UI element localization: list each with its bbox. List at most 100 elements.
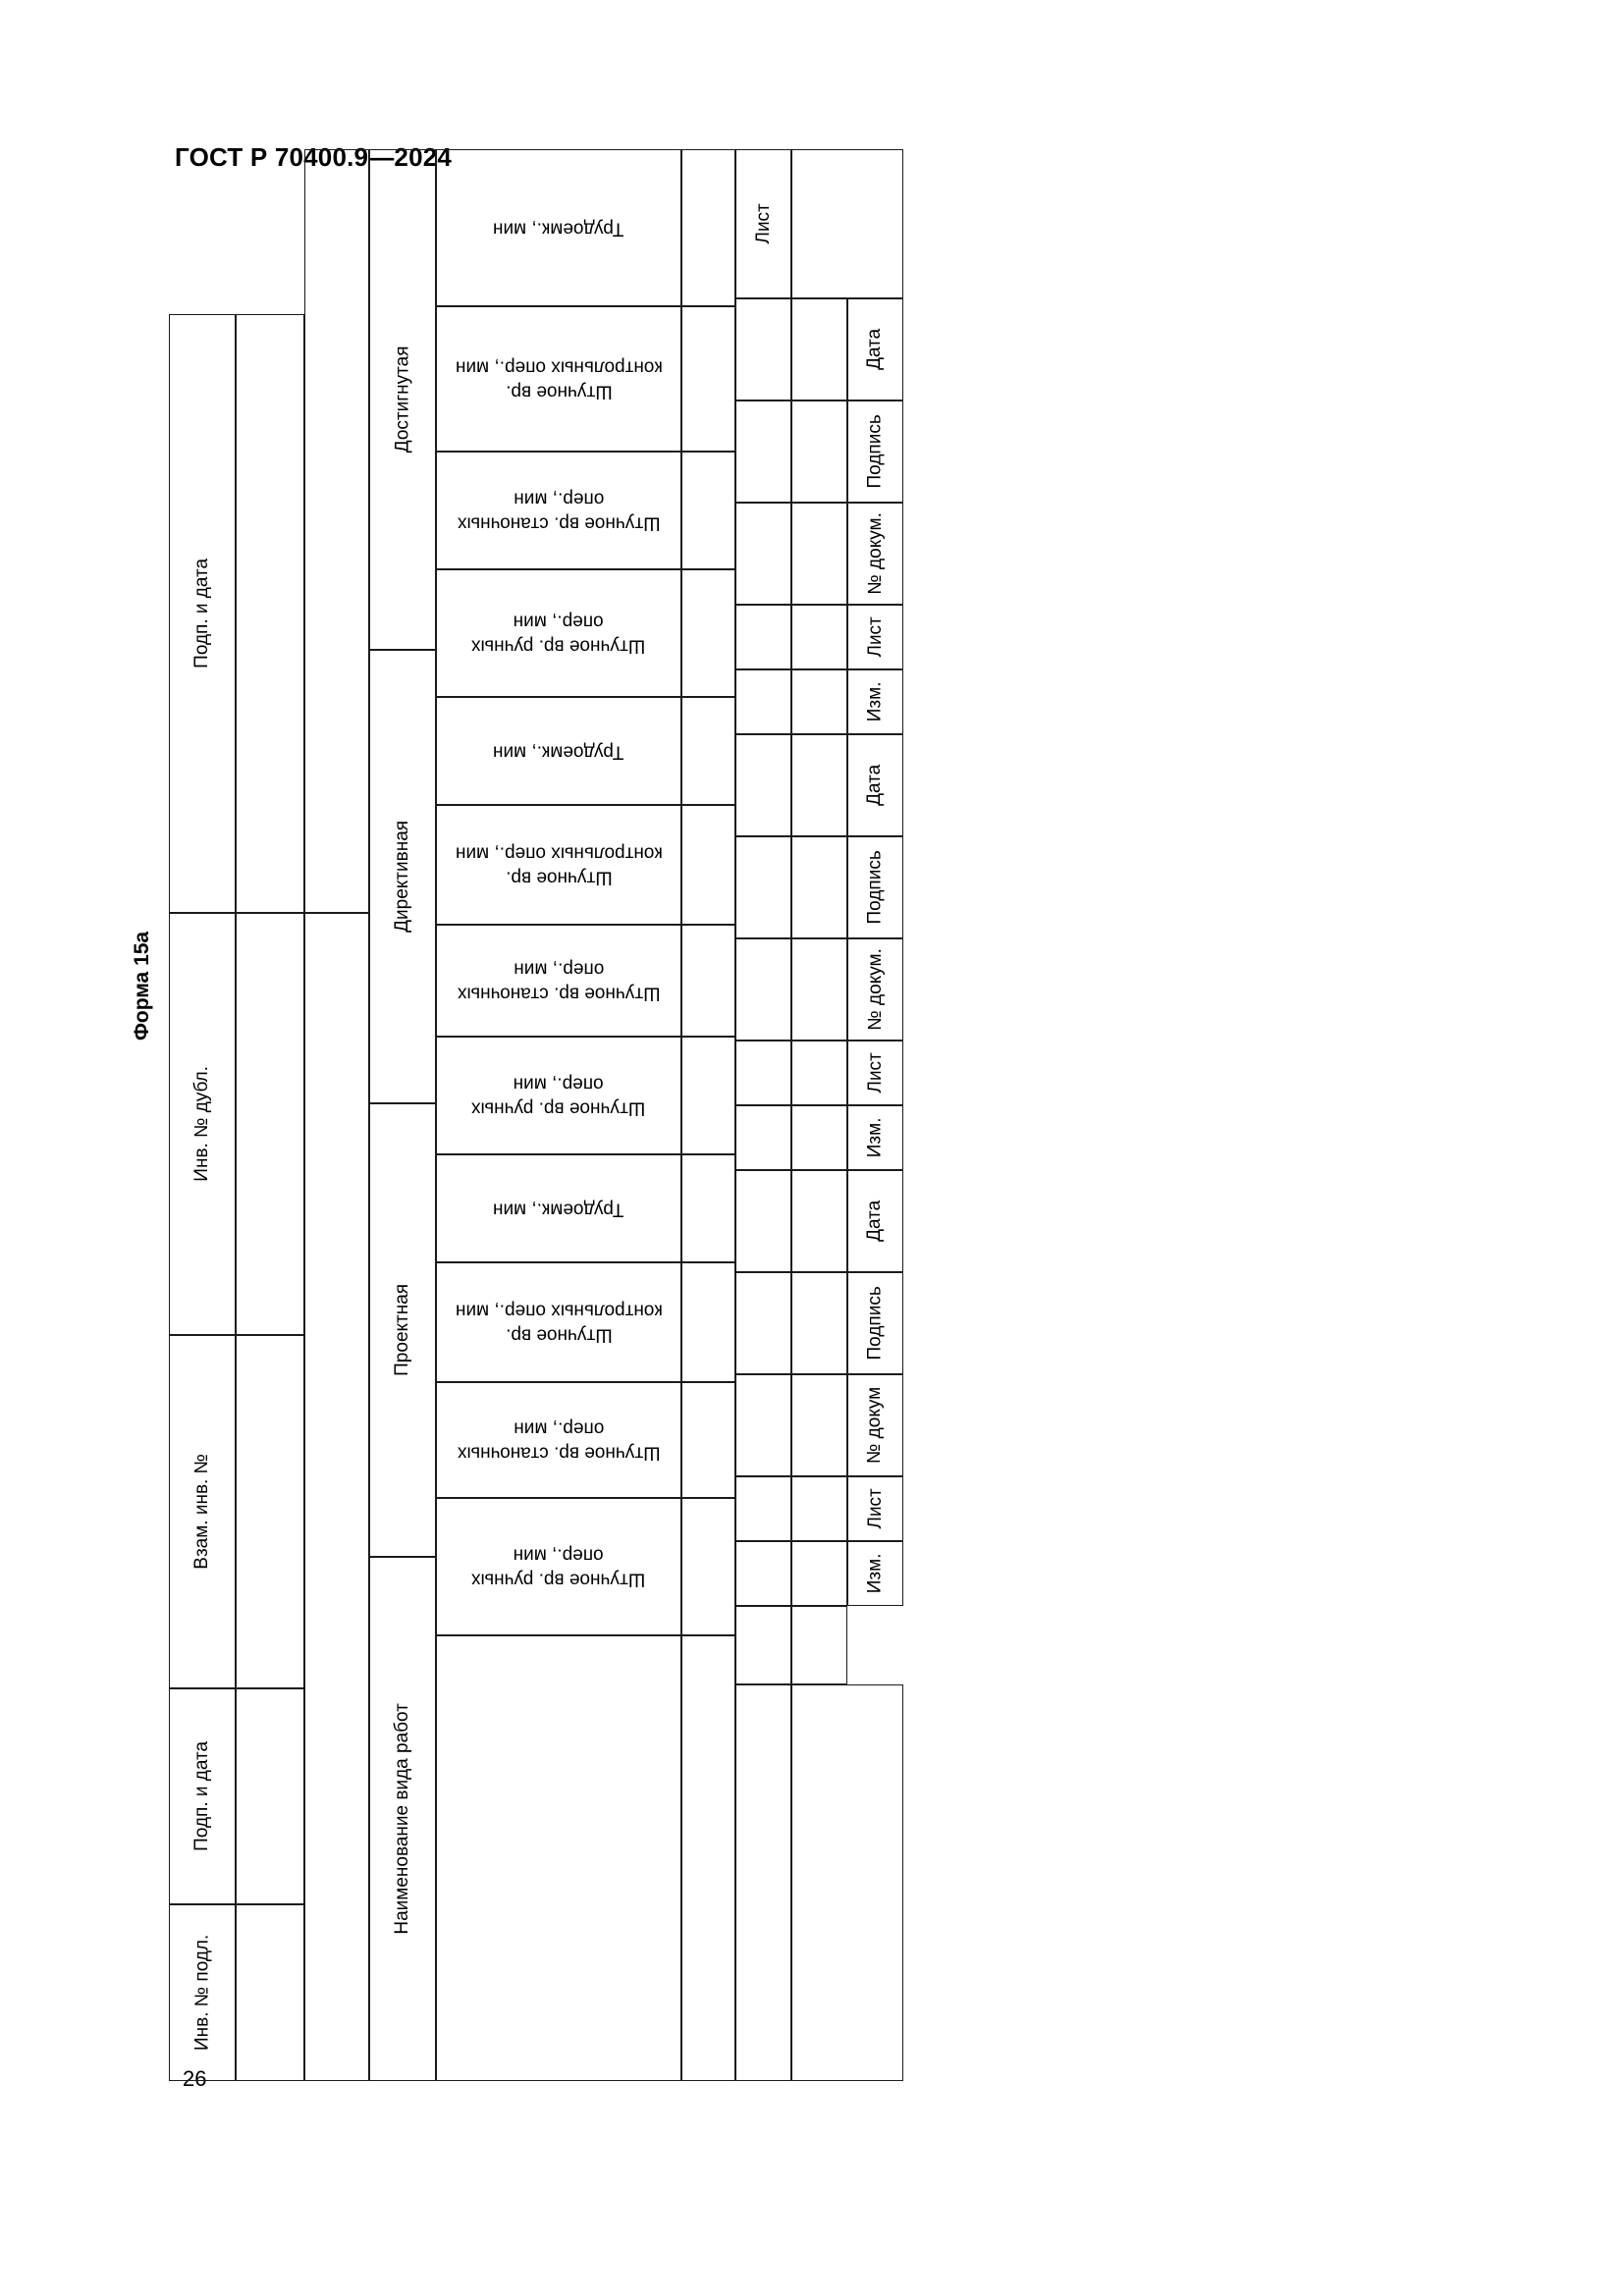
margin-label-inv-podl: Инв. № подл. [191, 1934, 213, 2052]
title-label-text-5: Изм. [864, 681, 886, 722]
group-label-proektnaya: Проектная [392, 1284, 413, 1376]
margin-cell-inv-podl: Инв. № подл. [169, 1904, 236, 2081]
title-blank-b12 [791, 1272, 847, 1374]
margin-spacer-2 [236, 913, 304, 1335]
title-blank-b13 [791, 1374, 847, 1476]
col-label-g2-kontrolnyh: Штучное вр. контрольных опер., мин [455, 843, 663, 888]
margin-label-vzam-inv: Взам. инв. № [191, 1454, 213, 1570]
margin-label-podp-i-data-1: Подп. и дата [191, 559, 213, 668]
col-label-g1-kontrolnyh: Штучное вр. контрольных опер., мин [455, 357, 663, 402]
col-label-g3-trudoemk: Трудоемк., мин [493, 1199, 624, 1220]
group-name-direktivnaya: Директивная [369, 650, 436, 1103]
col-header-g3-trudoemk: Трудоемк., мин [436, 1154, 681, 1262]
title-block-sheet-cell: Лист [735, 149, 791, 298]
title-label-2: Подпись [847, 400, 903, 503]
title-blank-a11 [735, 1170, 791, 1272]
title-blank-a16 [735, 1606, 791, 1684]
title-blank-b4 [791, 605, 847, 669]
col-header-g2-trudoemk: Трудоемк., мин [436, 697, 681, 805]
col-header-g2-stanochnyh: Штучное вр. станочных опер., мин [436, 925, 681, 1037]
standard-header: ГОСТ Р 70400.9—2024 [175, 142, 453, 172]
value-col-r3 [681, 452, 735, 569]
col-header-g2-ruchnyh: Штучное вр. ручных опер., мин [436, 1037, 681, 1154]
value-col-r7 [681, 925, 735, 1037]
margin-spacer-5 [236, 1904, 304, 2081]
group-name-dostignutaya: Достигнутая [369, 149, 436, 650]
title-label-10: Изм. [847, 1105, 903, 1170]
title-blank-a10 [735, 1105, 791, 1170]
outer-frame-bottom [791, 1684, 903, 2081]
value-col-r13 [681, 1635, 735, 2081]
page-number: 26 [183, 2066, 207, 2091]
title-blank-a1 [735, 298, 791, 400]
title-label-text-15: Изм. [864, 1553, 886, 1594]
title-blank-a17 [735, 1684, 791, 2081]
value-col-r1 [681, 149, 735, 306]
title-label-text-10: Изм. [864, 1117, 886, 1158]
col-header-g1-trudoemk: Трудоемк., мин [436, 149, 681, 306]
margin-spacer-3 [236, 1335, 304, 1688]
margin-label-inv-dubl: Инв. № дубл. [191, 1066, 213, 1182]
title-blank-a6 [735, 734, 791, 836]
title-blank-b8 [791, 938, 847, 1041]
title-blank-b16 [791, 1606, 847, 1684]
title-label-8: № докум. [847, 938, 903, 1041]
group-label-dostignutaya: Достигнутая [392, 346, 413, 454]
col-label-g3-ruchnyh: Штучное вр. ручных опер., мин [471, 1545, 646, 1590]
col-label-g3-kontrolnyh: Штучное вр. контрольных опер., мин [455, 1301, 663, 1346]
margin-cell-podp-i-data-1: Подп. и дата [169, 314, 236, 913]
title-blank-b9 [791, 1041, 847, 1105]
col-header-g1-stanochnyh: Штучное вр. станочных опер., мин [436, 452, 681, 569]
value-col-r4 [681, 569, 735, 697]
value-col-r5 [681, 697, 735, 805]
row-header-naimenovanie: Наименование вида работ [369, 1557, 436, 2081]
title-label-1: Дата [847, 298, 903, 400]
title-blank-a7 [735, 836, 791, 938]
title-label-text-3: № докум. [864, 512, 886, 595]
col-label-g1-trudoemk: Трудоемк., мин [493, 218, 624, 240]
title-label-13: № докум [847, 1374, 903, 1476]
title-label-text-4: Лист [864, 616, 886, 658]
title-blank-b14 [791, 1476, 847, 1541]
title-label-15: Изм. [847, 1541, 903, 1606]
title-blank-b5 [791, 669, 847, 734]
margin-spacer-1 [236, 314, 304, 913]
title-blank-b10 [791, 1105, 847, 1170]
col-header-g3-kontrolnyh: Штучное вр. контрольных опер., мин [436, 1262, 681, 1382]
title-label-text-2: Подпись [864, 414, 886, 489]
data-area-blank [436, 1635, 681, 2081]
title-blank-a8 [735, 938, 791, 1041]
col-header-g1-ruchnyh: Штучное вр. ручных опер., мин [436, 569, 681, 697]
col-label-g2-stanochnyh: Штучное вр. станочных опер., мин [457, 959, 661, 1004]
value-col-r6 [681, 805, 735, 925]
col-header-g3-ruchnyh: Штучное вр. ручных опер., мин [436, 1498, 681, 1635]
title-blank-a14 [735, 1476, 791, 1541]
title-block-sheet-label: Лист [752, 203, 774, 244]
title-label-text-9: Лист [864, 1052, 886, 1094]
group-name-proektnaya: Проектная [369, 1103, 436, 1557]
title-label-14: Лист [847, 1476, 903, 1541]
title-blank-a12 [735, 1272, 791, 1374]
title-blank-a3 [735, 503, 791, 605]
title-label-text-13: № докум [864, 1386, 886, 1465]
col-header-g2-kontrolnyh: Штучное вр. контрольных опер., мин [436, 805, 681, 925]
title-blank-b15 [791, 1541, 847, 1606]
col-label-g2-trudoemk: Трудоемк., мин [493, 741, 624, 763]
title-blank-a13 [735, 1374, 791, 1476]
title-label-12: Подпись [847, 1272, 903, 1374]
value-col-r10 [681, 1262, 735, 1382]
title-blank-a5 [735, 669, 791, 734]
value-col-r2 [681, 306, 735, 452]
margin-cell-podp-i-data-2: Подп. и дата [169, 1688, 236, 1904]
form-table: Подп. и дата Инв. № дубл. Взам. инв. № П… [169, 149, 1129, 2081]
title-blank-b3 [791, 503, 847, 605]
title-blank-a2 [735, 400, 791, 503]
title-blank-b6 [791, 734, 847, 836]
margin-label-podp-i-data-2: Подп. и дата [191, 1741, 213, 1851]
title-blank-a9 [735, 1041, 791, 1105]
value-col-r12 [681, 1498, 735, 1635]
title-blank-a15 [735, 1541, 791, 1606]
margin-spacer-tall-top [304, 149, 369, 913]
title-label-text-6: Дата [864, 764, 886, 807]
